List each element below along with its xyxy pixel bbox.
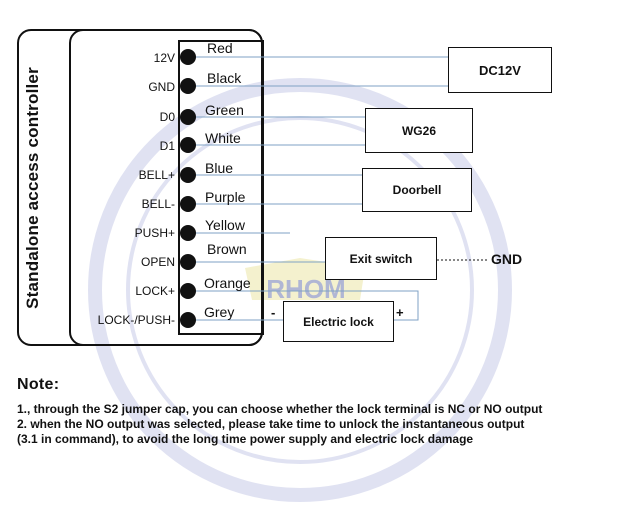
exit-switch-label: Exit switch xyxy=(349,251,413,266)
pin-label-bell-plus: BELL+ xyxy=(138,168,175,182)
terminal-dot-push-plus xyxy=(180,225,196,241)
pin-label-d1: D1 xyxy=(159,139,175,153)
terminal-dot-lock-plus xyxy=(180,283,196,299)
wire-label-white: White xyxy=(205,130,241,146)
terminal-dot-d0 xyxy=(180,109,196,125)
electric-lock-box: Electric lock xyxy=(283,301,394,342)
lock-plus-sign: + xyxy=(396,305,404,320)
terminal-dot-lock-minus xyxy=(180,312,196,328)
pin-label-open: OPEN xyxy=(140,255,175,269)
doorbell-label: Doorbell xyxy=(392,183,442,197)
terminal-dot-d1 xyxy=(180,137,196,153)
wg26-label: WG26 xyxy=(401,123,436,138)
pin-label-bell-minus: BELL- xyxy=(141,197,175,211)
power-supply-label: DC12V xyxy=(479,62,521,78)
wire-label-blue: Blue xyxy=(205,160,234,176)
pin-label-gnd: GND xyxy=(148,80,175,94)
terminal-dot-bell-minus xyxy=(180,196,196,212)
wire-label-grey: Grey xyxy=(204,304,235,320)
wire-label-black: Black xyxy=(207,70,242,86)
terminal-dot-12v xyxy=(180,49,196,65)
note-title: Note: xyxy=(17,376,60,393)
wire-label-brown: Brown xyxy=(207,241,247,257)
wire-label-yellow: Yellow xyxy=(205,217,245,233)
lock-minus-sign: - xyxy=(271,305,276,320)
note-line-2: 2. when the NO output was selected, plea… xyxy=(17,417,525,431)
terminal-dot-gnd xyxy=(180,78,196,94)
electric-lock-label: Electric lock xyxy=(303,314,374,329)
wire-label-purple: Purple xyxy=(205,189,246,205)
terminal-dot-bell-plus xyxy=(180,167,196,183)
pin-label-12v: 12V xyxy=(153,51,175,65)
wire-label-green: Green xyxy=(205,102,244,118)
note-line-3: (3.1 in command), to avoid the long time… xyxy=(17,432,474,446)
pin-label-lock-plus: LOCK+ xyxy=(135,284,175,298)
wire-label-orange: Orange xyxy=(204,275,251,291)
wire-orange-line xyxy=(188,290,419,321)
power-supply-box: DC12V xyxy=(448,47,552,93)
terminal-strip xyxy=(178,40,264,335)
wire-label-red: Red xyxy=(207,40,233,56)
pin-label-push-plus: PUSH+ xyxy=(134,226,175,240)
pin-label-d0: D0 xyxy=(159,110,175,124)
terminal-dot-open xyxy=(180,254,196,270)
wg26-box: WG26 xyxy=(365,108,473,153)
exit-gnd-label: GND xyxy=(491,251,523,267)
doorbell-box: Doorbell xyxy=(362,168,472,212)
pin-label-lock-minus-push-minus: LOCK-/PUSH- xyxy=(97,313,175,327)
exit-switch-box: Exit switch xyxy=(325,237,437,280)
note-line-1: 1., through the S2 jumper cap, you can c… xyxy=(17,402,543,416)
